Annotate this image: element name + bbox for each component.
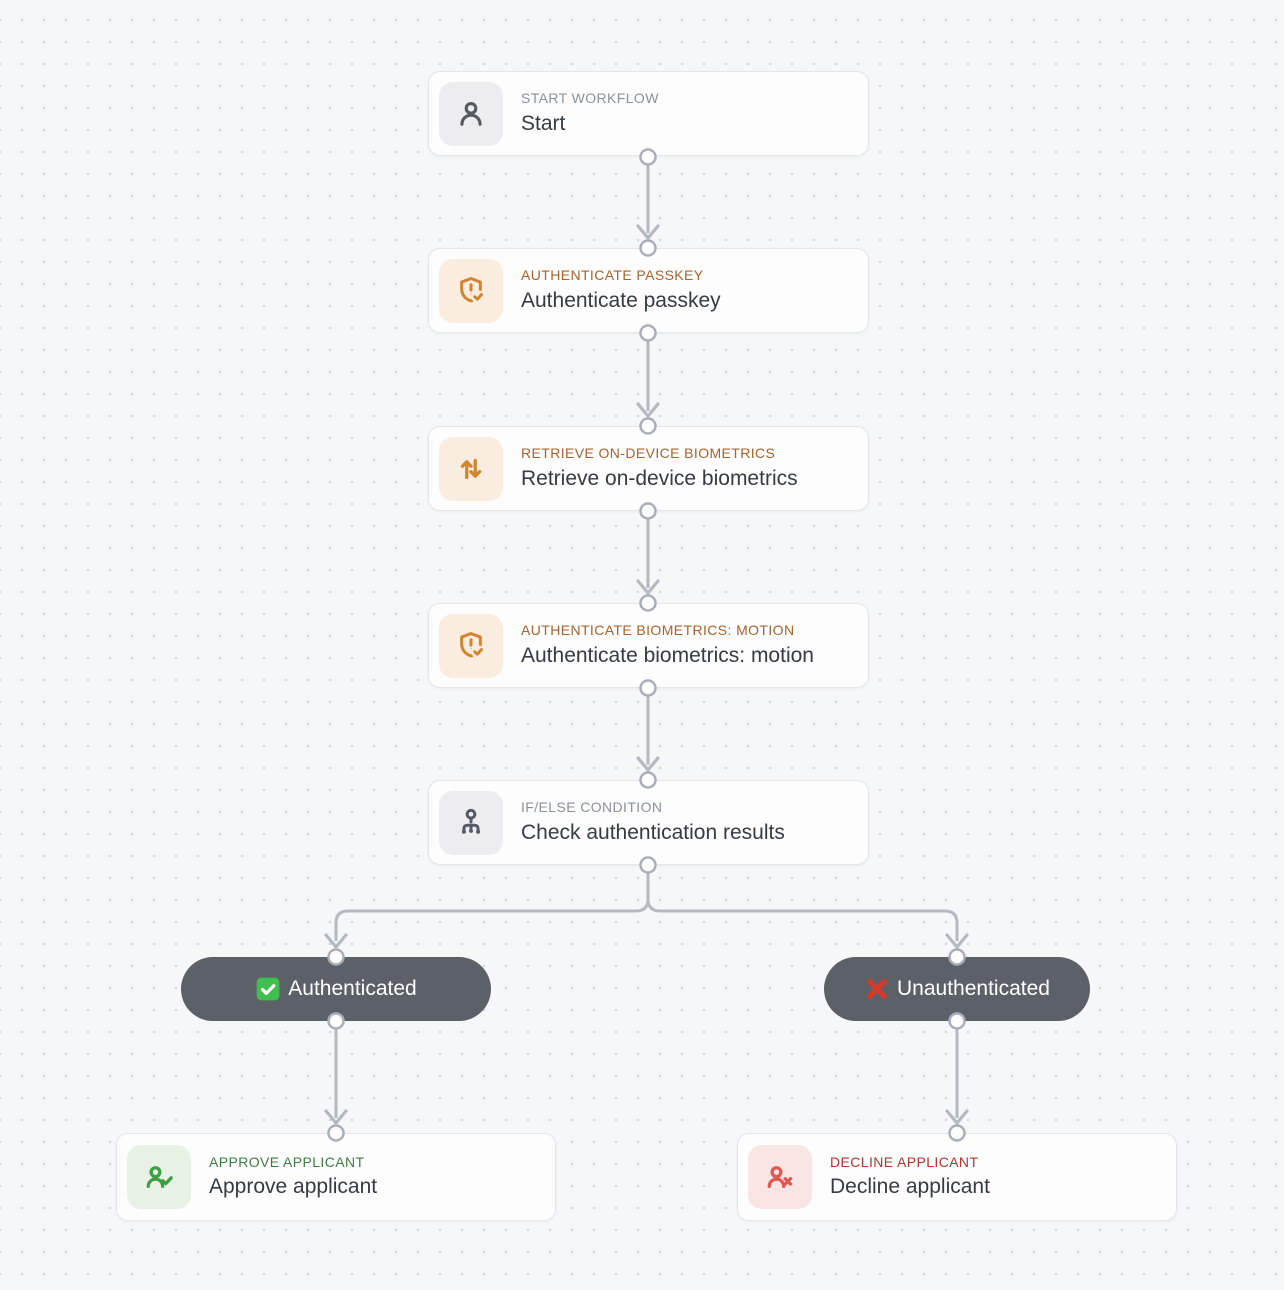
node-icon-tile xyxy=(439,790,503,855)
node-retrieve-biometrics[interactable]: RETRIEVE ON-DEVICE BIOMETRICS Retrieve o… xyxy=(428,426,869,511)
node-category-label: DECLINE APPLICANT xyxy=(830,1153,979,1170)
node-title: Decline applicant xyxy=(830,1175,990,1199)
branch-label: Unauthenticated xyxy=(897,977,1050,1000)
branch-pill-unauthenticated[interactable]: Unauthenticated xyxy=(824,957,1090,1021)
node-category-label: AUTHENTICATE PASSKEY xyxy=(521,267,704,284)
user-icon xyxy=(454,97,488,131)
user-check-icon xyxy=(142,1160,176,1194)
connector-arrowhead xyxy=(324,933,348,949)
branch-split-icon xyxy=(454,806,488,840)
node-category-label: AUTHENTICATE BIOMETRICS: MOTION xyxy=(521,622,795,639)
node-category-label: START WORKFLOW xyxy=(521,90,659,107)
node-icon-tile xyxy=(439,258,503,323)
shield-check-icon xyxy=(454,274,488,308)
node-start-workflow[interactable]: START WORKFLOW Start xyxy=(428,71,869,156)
check-mark-emoji-icon xyxy=(255,976,281,1002)
node-authenticate-passkey[interactable]: AUTHENTICATE PASSKEY Authenticate passke… xyxy=(428,248,869,333)
node-icon-tile xyxy=(748,1145,812,1209)
node-check-auth-results[interactable]: IF/ELSE CONDITION Check authentication r… xyxy=(428,780,869,865)
connector-arrowhead xyxy=(945,933,969,949)
node-title: Check authentication results xyxy=(521,820,785,844)
shield-check-icon xyxy=(454,629,488,663)
node-icon-tile xyxy=(439,613,503,678)
connector-arrowhead xyxy=(324,1109,348,1125)
node-approve-applicant[interactable]: APPROVE APPLICANT Approve applicant xyxy=(116,1133,556,1221)
node-decline-applicant[interactable]: DECLINE APPLICANT Decline applicant xyxy=(737,1133,1177,1221)
node-authenticate-motion[interactable]: AUTHENTICATE BIOMETRICS: MOTION Authenti… xyxy=(428,603,869,688)
connector-arrowhead xyxy=(945,1109,969,1125)
branch-label: Authenticated xyxy=(288,977,417,1000)
node-title: Start xyxy=(521,111,566,135)
node-title: Authenticate biometrics: motion xyxy=(521,643,814,667)
connector-arrowhead xyxy=(636,224,660,240)
node-category-label: APPROVE APPLICANT xyxy=(209,1153,365,1170)
node-title: Authenticate passkey xyxy=(521,288,721,312)
connector-branch-right xyxy=(646,873,959,941)
arrows-up-down-icon xyxy=(454,452,488,486)
connector-branch-left xyxy=(334,873,650,941)
node-icon-tile xyxy=(439,81,503,146)
node-icon-tile xyxy=(127,1145,191,1209)
cross-mark-emoji-icon xyxy=(864,976,890,1002)
node-title: Approve applicant xyxy=(209,1175,378,1199)
connector-arrowhead xyxy=(636,402,660,418)
user-x-icon xyxy=(763,1160,797,1194)
node-title: Retrieve on-device biometrics xyxy=(521,466,798,490)
node-category-label: IF/ELSE CONDITION xyxy=(521,799,663,816)
node-icon-tile xyxy=(439,436,503,501)
connector-arrowhead xyxy=(636,756,660,772)
node-category-label: RETRIEVE ON-DEVICE BIOMETRICS xyxy=(521,445,776,462)
branch-pill-authenticated[interactable]: Authenticated xyxy=(181,957,491,1021)
connector-arrowhead xyxy=(636,579,660,595)
